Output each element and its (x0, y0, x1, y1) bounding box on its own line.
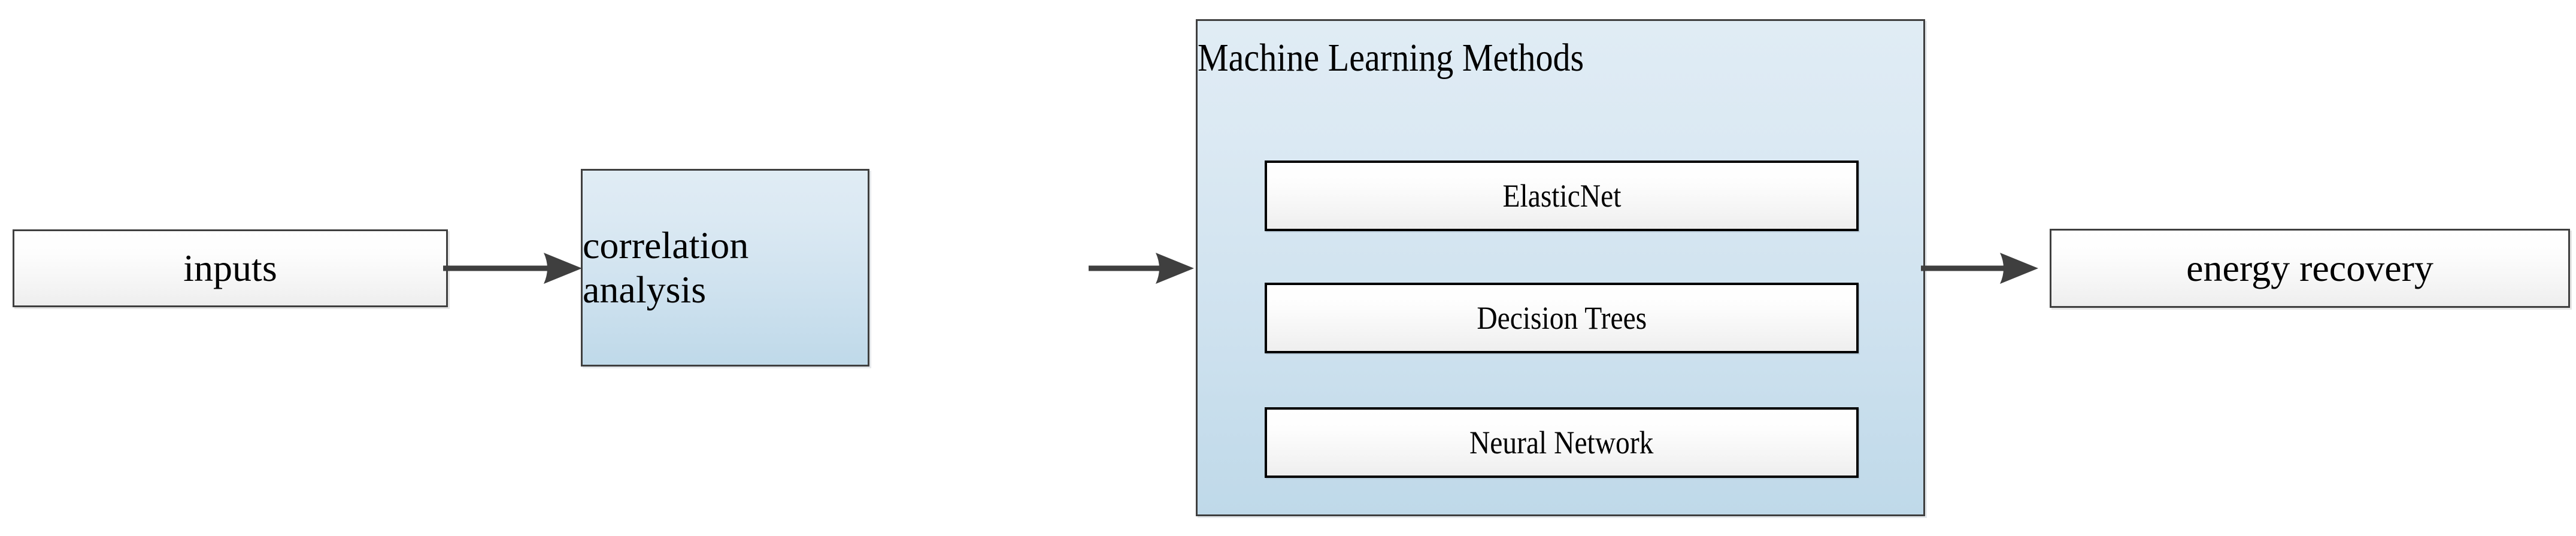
group-machine-learning-methods: Machine Learning Methods ElasticNet Deci… (1196, 19, 1925, 516)
node-inputs-label: inputs (183, 247, 277, 290)
node-correlation-analysis-label: correlation analysis (583, 224, 749, 311)
method-box-elasticnet[interactable]: ElasticNet (1265, 161, 1859, 231)
method-label-neural-network: Neural Network (1469, 424, 1654, 461)
group-title: Machine Learning Methods (1198, 36, 1584, 80)
node-inputs[interactable]: inputs (13, 229, 448, 307)
node-correlation-analysis[interactable]: correlation analysis (581, 169, 869, 367)
method-box-decision-trees[interactable]: Decision Trees (1265, 283, 1859, 353)
node-energy-recovery-label: energy recovery (2186, 247, 2433, 290)
method-label-decision-trees: Decision Trees (1477, 299, 1647, 336)
node-energy-recovery[interactable]: energy recovery (2050, 229, 2570, 308)
arrow-ml-to-energy (1921, 250, 2038, 286)
method-box-neural-network[interactable]: Neural Network (1265, 407, 1859, 478)
arrow-inputs-to-correlation (443, 250, 582, 286)
method-label-elasticnet: ElasticNet (1502, 177, 1621, 214)
arrow-correlation-to-ml (1089, 250, 1194, 286)
